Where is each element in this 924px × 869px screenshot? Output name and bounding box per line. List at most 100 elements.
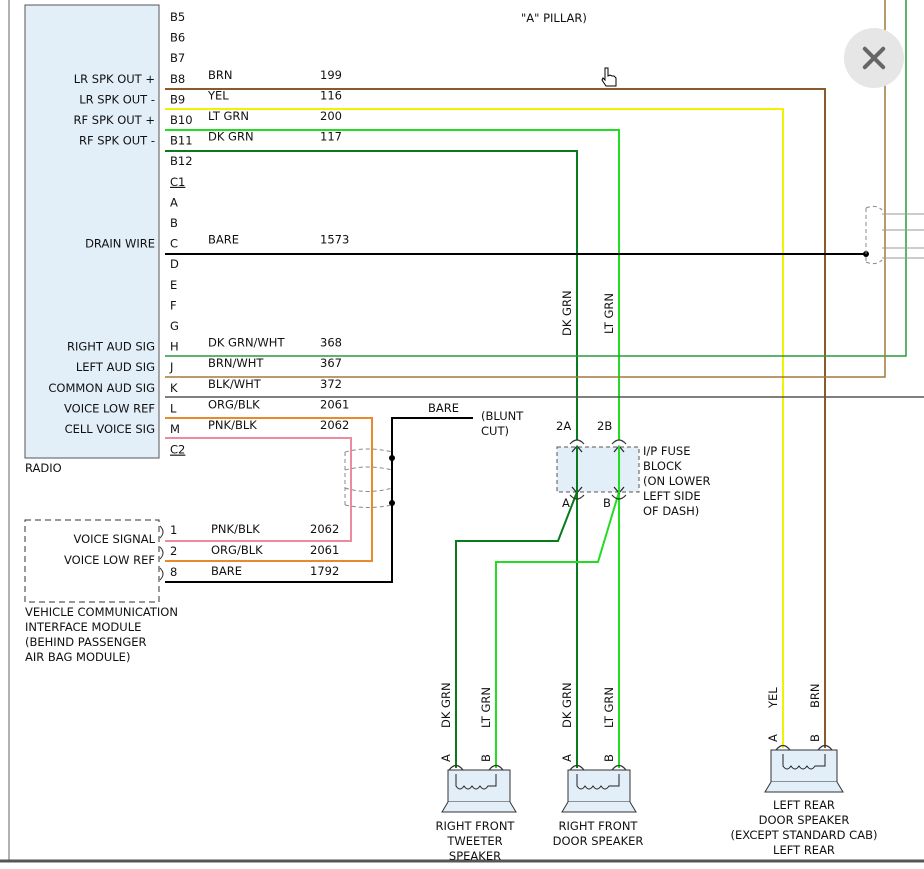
- radio-pin-id: K: [170, 381, 178, 395]
- vcim-wire-circuit: 2062: [310, 522, 339, 536]
- vcim-module: [24, 519, 160, 603]
- speaker-wire-label-a: DK GRN: [560, 682, 574, 728]
- speaker-wire-label-a: YEL: [766, 687, 780, 709]
- vcim-wire-color: PNK/BLK: [211, 522, 260, 536]
- speaker-wire-label-b: LT GRN: [479, 687, 493, 728]
- radio-pin-id: G: [170, 319, 179, 333]
- radio-pin-id: B8: [170, 72, 185, 86]
- speaker-pin-a: A: [560, 754, 574, 762]
- radio-pin-id: M: [170, 422, 180, 436]
- wire-pnk-blk-2062: [165, 437, 352, 542]
- speaker-wire-label-a: DK GRN: [439, 682, 453, 728]
- splice-wire-label: BARE: [428, 401, 459, 415]
- vcim-pin-terminal: [159, 525, 164, 539]
- vcim-label-line: INTERFACE MODULE: [25, 620, 141, 634]
- radio-pin-id: J: [169, 360, 173, 374]
- radio-pin-id: B10: [170, 113, 193, 127]
- speaker-cone: [764, 781, 844, 793]
- wire-color-label: LT GRN: [208, 109, 249, 123]
- wire-color-label: BRN: [208, 68, 232, 82]
- speaker-pin-b: B: [808, 734, 822, 742]
- radio-pin-id: L: [170, 401, 177, 415]
- fuse-label-line: LEFT SIDE: [643, 489, 701, 503]
- radio-pin-signal: DRAIN WIRE: [85, 237, 155, 251]
- vcim-pin-id: 2: [170, 544, 177, 558]
- wire-bare-1792: [165, 417, 473, 583]
- radio-pin-id: B5: [170, 10, 185, 24]
- wire-circuit-label: 367: [320, 356, 342, 370]
- radio-pin-id: H: [170, 340, 179, 354]
- speaker-box: [567, 769, 631, 803]
- radio-pin-id: A: [170, 195, 178, 209]
- vcim-label-line: (BEHIND PASSENGER: [25, 635, 147, 649]
- wire-circuit-label: 1573: [320, 233, 349, 247]
- radio-pin-id: B6: [170, 31, 185, 45]
- radio-pin-signal: LEFT AUD SIG: [76, 360, 155, 374]
- splice-note-line1: (BLUNT: [481, 409, 524, 423]
- speaker-label-line: SPEAKER: [449, 849, 501, 863]
- vcim-pin-terminal: [159, 546, 164, 560]
- radio-pin-id: C1: [170, 175, 185, 189]
- speaker-coil: [782, 754, 826, 770]
- pillar-note: "A" PILLAR): [521, 11, 587, 25]
- wires: [165, 0, 924, 768]
- wire-color-label: PNK/BLK: [208, 418, 257, 432]
- splice-dot-upper: [389, 455, 395, 461]
- radio-label: RADIO: [25, 461, 62, 475]
- wire-org-blk-2061: [165, 417, 373, 562]
- speaker-label-line: LEFT REAR: [773, 798, 835, 812]
- fuse-block: [556, 446, 640, 493]
- vcim-wire-circuit: 1792: [310, 564, 339, 578]
- vcim-pin-id: 8: [170, 565, 177, 579]
- speaker-terminal: [611, 764, 627, 771]
- speaker-label-line: (EXCEPT STANDARD CAB): [731, 828, 878, 842]
- wire-lt-grn-200: [165, 129, 620, 440]
- fuse-pin-2a: 2A: [556, 419, 571, 433]
- wire-dk-grn-to-tweeter: [455, 491, 578, 768]
- radio-pin-signal: RF SPK OUT -: [79, 134, 155, 148]
- speaker-pin-a: A: [439, 754, 453, 762]
- wire-circuit-label: 372: [320, 377, 342, 391]
- wire-circuit-label: 117: [320, 130, 342, 144]
- close-button[interactable]: [844, 28, 904, 88]
- speaker-terminal: [569, 764, 585, 771]
- radio-pin-id: F: [170, 298, 177, 312]
- speaker-label-line: TWEETER: [446, 834, 502, 848]
- vcim-wire-color: ORG/BLK: [211, 543, 263, 557]
- speaker-coil: [576, 774, 620, 790]
- fuse-label-line: (ON LOWER: [643, 474, 710, 488]
- speaker-terminal: [817, 744, 833, 751]
- vcim-label-line: AIR BAG MODULE): [25, 650, 130, 664]
- speaker-terminal: [775, 744, 791, 751]
- speaker-box: [770, 749, 838, 783]
- speaker-label-line: RIGHT FRONT: [436, 819, 516, 833]
- vcim-label-line: VEHICLE COMMUNICATION: [25, 605, 178, 619]
- fuse-block-terminals: [569, 439, 627, 500]
- speaker-terminal: [448, 764, 464, 771]
- splice-note-line2: CUT): [481, 424, 509, 438]
- speaker-label-line: LEFT REAR: [773, 843, 835, 857]
- vcim-pin-id: 1: [170, 523, 177, 537]
- fuse-pin-a: A: [562, 496, 570, 510]
- radio-pin-id: B12: [170, 154, 193, 168]
- radio-module: [24, 4, 160, 459]
- wire-dk-grn-wht-368: [165, 0, 907, 357]
- wire-circuit-label: 200: [320, 109, 342, 123]
- speaker-pin-b: B: [602, 754, 616, 762]
- vcim-wire-circuit: 2061: [310, 543, 339, 557]
- speaker-label-line: DOOR SPEAKER: [553, 834, 644, 848]
- fuse-label-line: BLOCK: [643, 459, 682, 473]
- radio-pin-signal: LR SPK OUT +: [74, 72, 155, 86]
- radio-pin-id: B11: [170, 134, 193, 148]
- speaker-terminal: [488, 764, 504, 771]
- radio-pin-id: D: [170, 257, 179, 271]
- fuse-pin-b: B: [603, 496, 611, 510]
- wire-color-label: BARE: [208, 233, 239, 247]
- radio-pin-signal: RIGHT AUD SIG: [67, 340, 155, 354]
- fuse-dk-grn-label: DK GRN: [560, 290, 574, 336]
